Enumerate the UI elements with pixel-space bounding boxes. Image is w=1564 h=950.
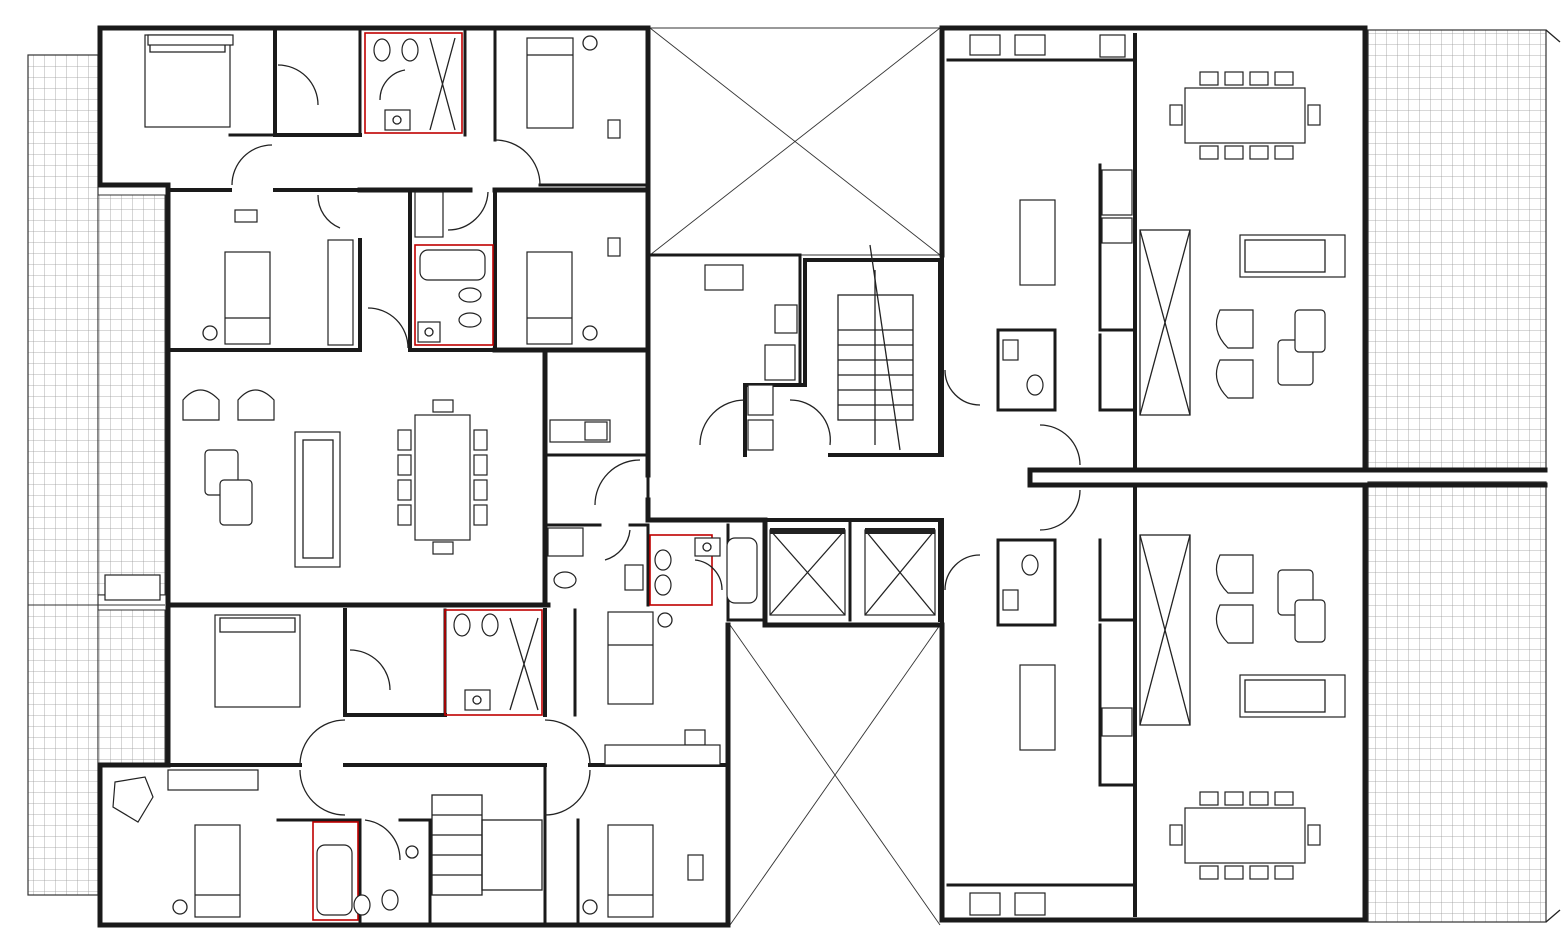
misc-details: [104, 34, 721, 915]
bathtub-icon: [726, 537, 758, 604]
right-apartment-bottom: [969, 534, 1346, 916]
armchair-icon: [1215, 604, 1254, 644]
right-apartment-top: [969, 34, 1346, 416]
bidet-icon: [381, 889, 399, 911]
dining-table-icon: [1169, 791, 1321, 880]
sink-icon: [417, 321, 441, 343]
light-well-top: [649, 27, 941, 256]
dining-table-icon: [1169, 71, 1321, 160]
toilet-icon: [353, 894, 371, 916]
sink-icon: [624, 564, 644, 591]
sink-icon: [464, 689, 491, 711]
bed-icon: [526, 37, 574, 129]
stove-icon: [1101, 707, 1133, 737]
sink-icon: [1002, 589, 1019, 611]
bed-icon: [214, 614, 301, 708]
beds: [144, 34, 654, 918]
toilet-icon: [654, 549, 672, 571]
staircase-icon: [431, 794, 543, 896]
walls-left-block: [97, 25, 802, 928]
toilet-icon: [458, 287, 482, 303]
sofa-icon: [1239, 234, 1346, 278]
armchair-icon: [237, 389, 275, 421]
stove-icon: [1101, 217, 1133, 244]
terrace-right: [1367, 29, 1561, 923]
armchair-icon: [1215, 554, 1254, 594]
toilet-icon: [1021, 554, 1039, 576]
bed-icon: [144, 34, 231, 128]
toilet-icon: [453, 613, 471, 637]
sink-icon: [704, 264, 744, 291]
sink-icon: [1002, 339, 1019, 361]
living-room-left: [182, 389, 488, 568]
bathrooms: [312, 32, 713, 921]
light-well-bottom: [729, 624, 941, 926]
sofa-icon: [1239, 674, 1346, 718]
dining-table-icon: [397, 399, 488, 555]
stove-icon: [774, 304, 798, 334]
shower-icon: [429, 37, 456, 131]
bed-icon: [194, 824, 241, 918]
sink-icon: [694, 537, 721, 557]
bed-icon: [607, 824, 654, 918]
shower-icon: [509, 617, 539, 711]
walls-right-block: [939, 25, 1548, 923]
sofa-icon: [294, 431, 341, 568]
toilet-icon: [1026, 374, 1044, 396]
armchair-icon: [182, 389, 220, 421]
toilet-icon: [553, 571, 577, 589]
bathtub-icon: [316, 844, 353, 916]
toilet-icon: [373, 38, 391, 62]
sink-icon: [584, 421, 608, 441]
sink-icon: [384, 109, 411, 131]
fixtures: [316, 37, 1044, 916]
bidet-icon: [481, 613, 499, 637]
bed-icon: [224, 251, 271, 345]
armchair-icon: [1215, 359, 1254, 399]
staircase-icon: [1139, 534, 1191, 726]
bidet-icon: [654, 574, 672, 596]
sink-icon: [969, 892, 1001, 916]
elevator-icon: [864, 528, 936, 616]
staircase-icon: [1139, 229, 1191, 416]
elevator-icon: [769, 528, 846, 616]
armchair-icon: [1215, 309, 1254, 349]
door-swings: [231, 64, 1081, 861]
bathtub-icon: [419, 249, 486, 281]
sink-icon: [969, 34, 1001, 56]
core-fixtures: [431, 244, 936, 896]
staircase-icon: [837, 244, 914, 451]
bed-icon: [607, 611, 654, 705]
bidet-icon: [401, 38, 419, 62]
bed-icon: [526, 251, 573, 345]
bidet-icon: [458, 312, 482, 328]
terrace-left: [27, 54, 166, 896]
